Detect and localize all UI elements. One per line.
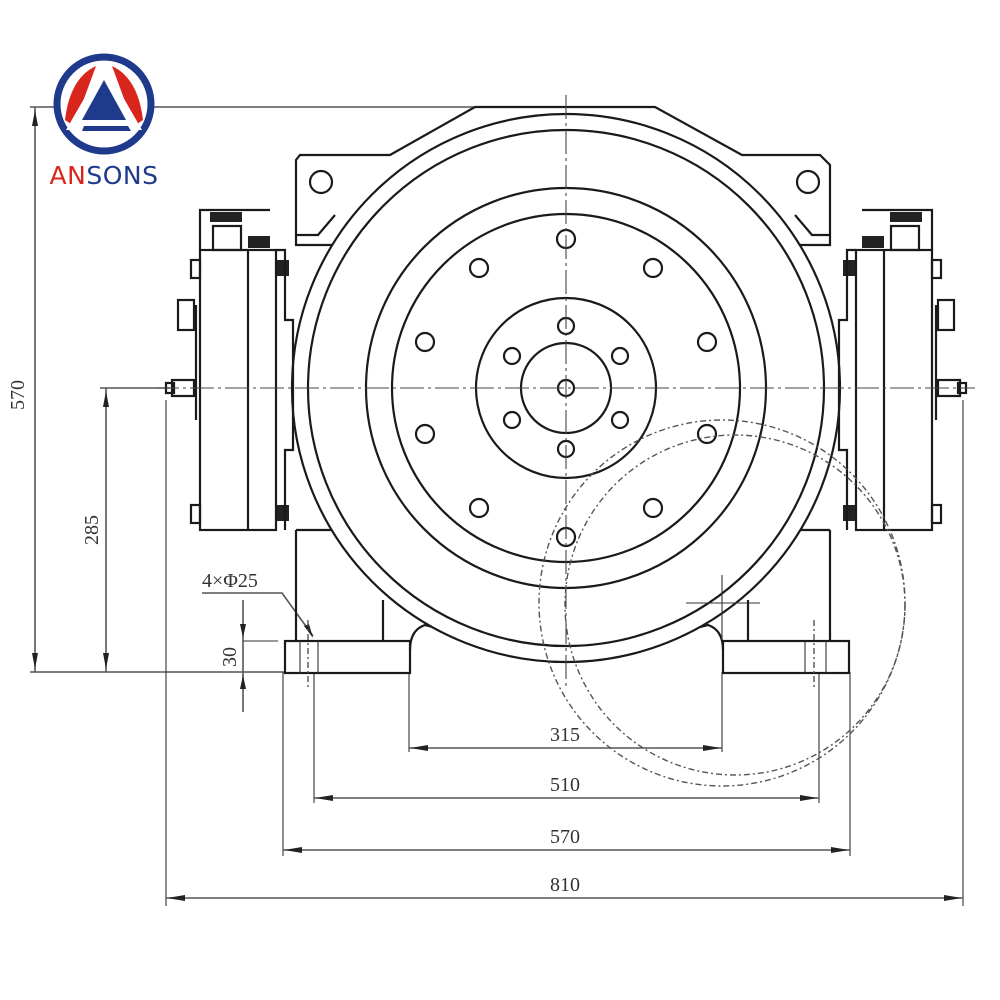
dimension-base-width: 570 [282,672,851,856]
rope-sheave-outline [538,419,906,787]
right-brake [837,208,968,532]
dimension-center-height: 285 [81,387,170,672]
ear-hole-left [308,169,334,195]
svg-text:ANSONS: ANSONS [50,161,159,190]
dimension-hole-spacing: 510 [313,672,820,803]
dimension-overall-height: 570 [7,106,480,673]
foot-right [721,639,851,675]
ear-hole-right [795,169,821,195]
dim-text-center-height: 285 [81,515,103,545]
dimension-inner-spacing: 315 [408,672,723,752]
dim-text-base-thickness: 30 [219,647,241,667]
dim-text-mounting-holes: 4×Φ25 [202,570,258,592]
inner-bolt-circle [502,316,630,459]
dim-text-overall-width: 810 [550,874,580,896]
dim-text-overall-height: 570 [7,380,29,410]
dimension-overall-width: 810 [165,400,964,906]
ansons-logo: ANSONS [50,53,159,190]
logo-text-an: AN [50,161,87,190]
dim-text-hole-spacing: 510 [550,774,580,796]
leader-mounting-holes: 4×Φ25 [202,570,314,638]
logo-text-sons: SONS [86,161,158,190]
left-brake [164,208,295,532]
dimension-base-thickness: 30 [219,600,278,712]
dim-text-inner-spacing: 315 [550,724,580,746]
foot-left [283,639,412,675]
dim-text-base-width: 570 [550,826,580,848]
